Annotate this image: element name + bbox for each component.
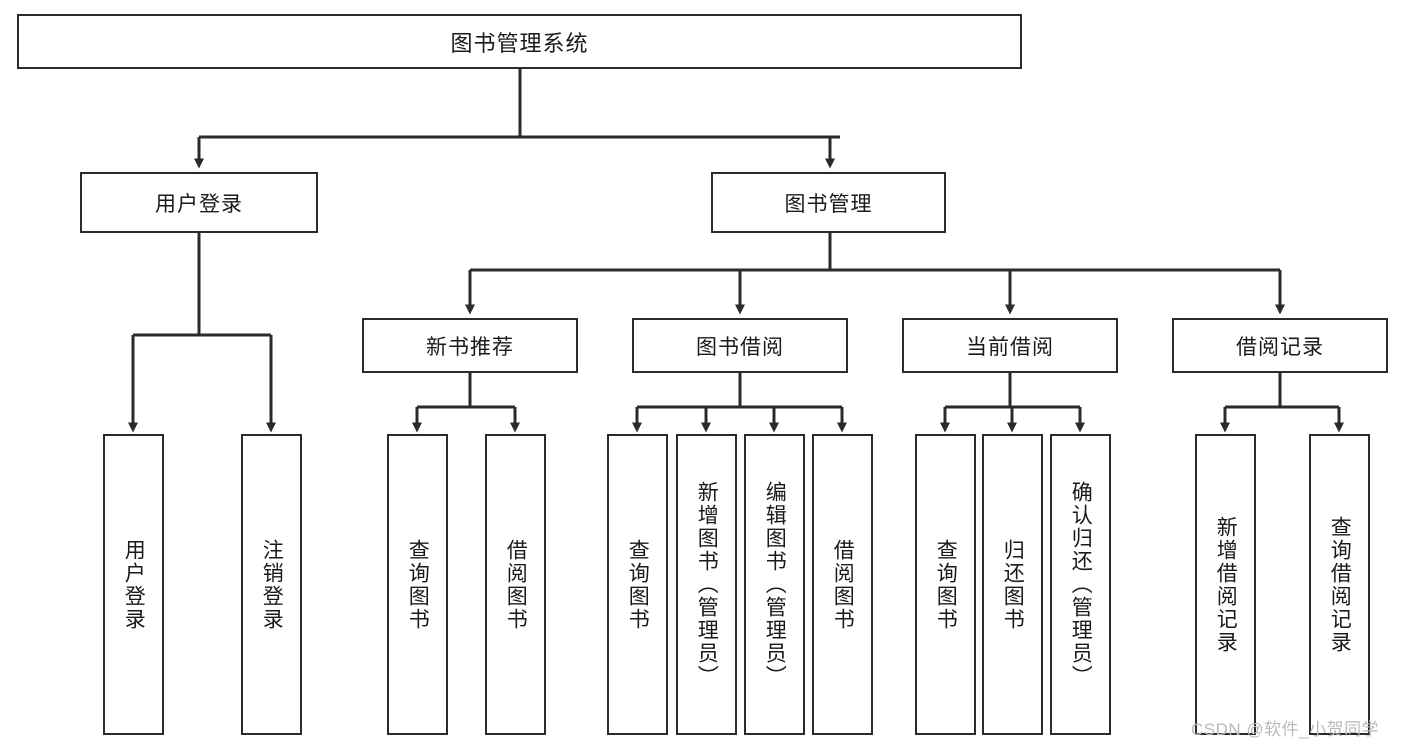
leaf-logout-label: 注销登录 (260, 538, 284, 631)
leaf-add-record-label: 新增借阅记录 (1214, 515, 1238, 654)
leaf-borrow-book-2-label: 借阅图书 (831, 538, 855, 631)
node-borrow-record-label: 借阅记录 (1236, 335, 1324, 359)
leaf-logout[interactable]: 注销登录 (241, 434, 302, 735)
leaf-edit-book-label: 编辑图书（管理员） (763, 481, 787, 688)
node-new-book-rec[interactable]: 新书推荐 (362, 318, 578, 373)
leaf-query-book-1[interactable]: 查询图书 (387, 434, 448, 735)
node-book-manage[interactable]: 图书管理 (711, 172, 946, 233)
node-book-borrow[interactable]: 图书借阅 (632, 318, 848, 373)
leaf-borrow-book-1-label: 借阅图书 (504, 538, 528, 631)
leaf-query-record[interactable]: 查询借阅记录 (1309, 434, 1370, 735)
leaf-query-book-2-label: 查询图书 (626, 538, 650, 631)
leaf-return-book-label: 归还图书 (1001, 538, 1025, 631)
node-current-borrow[interactable]: 当前借阅 (902, 318, 1118, 373)
leaf-query-record-label: 查询借阅记录 (1328, 515, 1352, 654)
leaf-borrow-book-2[interactable]: 借阅图书 (812, 434, 873, 735)
leaf-query-book-1-label: 查询图书 (406, 538, 430, 631)
leaf-query-book-3[interactable]: 查询图书 (915, 434, 976, 735)
node-user-login-label: 用户登录 (155, 192, 243, 216)
node-root-label: 图书管理系统 (450, 30, 589, 56)
leaf-return-book[interactable]: 归还图书 (982, 434, 1043, 735)
leaf-edit-book[interactable]: 编辑图书（管理员） (744, 434, 805, 735)
leaf-user-login[interactable]: 用户登录 (103, 434, 164, 735)
node-borrow-record[interactable]: 借阅记录 (1172, 318, 1388, 373)
leaf-add-book-label: 新增图书（管理员） (695, 481, 719, 688)
leaf-confirm-return[interactable]: 确认归还（管理员） (1050, 434, 1111, 735)
node-book-manage-label: 图书管理 (784, 192, 873, 216)
leaf-borrow-book-1[interactable]: 借阅图书 (485, 434, 546, 735)
leaf-confirm-return-label: 确认归还（管理员） (1069, 481, 1093, 688)
leaf-query-book-2[interactable]: 查询图书 (607, 434, 668, 735)
leaf-query-book-3-label: 查询图书 (934, 538, 958, 631)
node-root[interactable]: 图书管理系统 (17, 14, 1022, 69)
leaf-add-record[interactable]: 新增借阅记录 (1195, 434, 1256, 735)
node-user-login[interactable]: 用户登录 (80, 172, 318, 233)
node-current-borrow-label: 当前借阅 (966, 335, 1054, 359)
node-book-borrow-label: 图书借阅 (696, 335, 784, 359)
node-new-book-rec-label: 新书推荐 (426, 335, 514, 359)
leaf-user-login-label: 用户登录 (122, 538, 146, 631)
csdn-watermark: CSDN @软件_小贺同学 (1191, 720, 1380, 739)
leaf-add-book[interactable]: 新增图书（管理员） (676, 434, 737, 735)
